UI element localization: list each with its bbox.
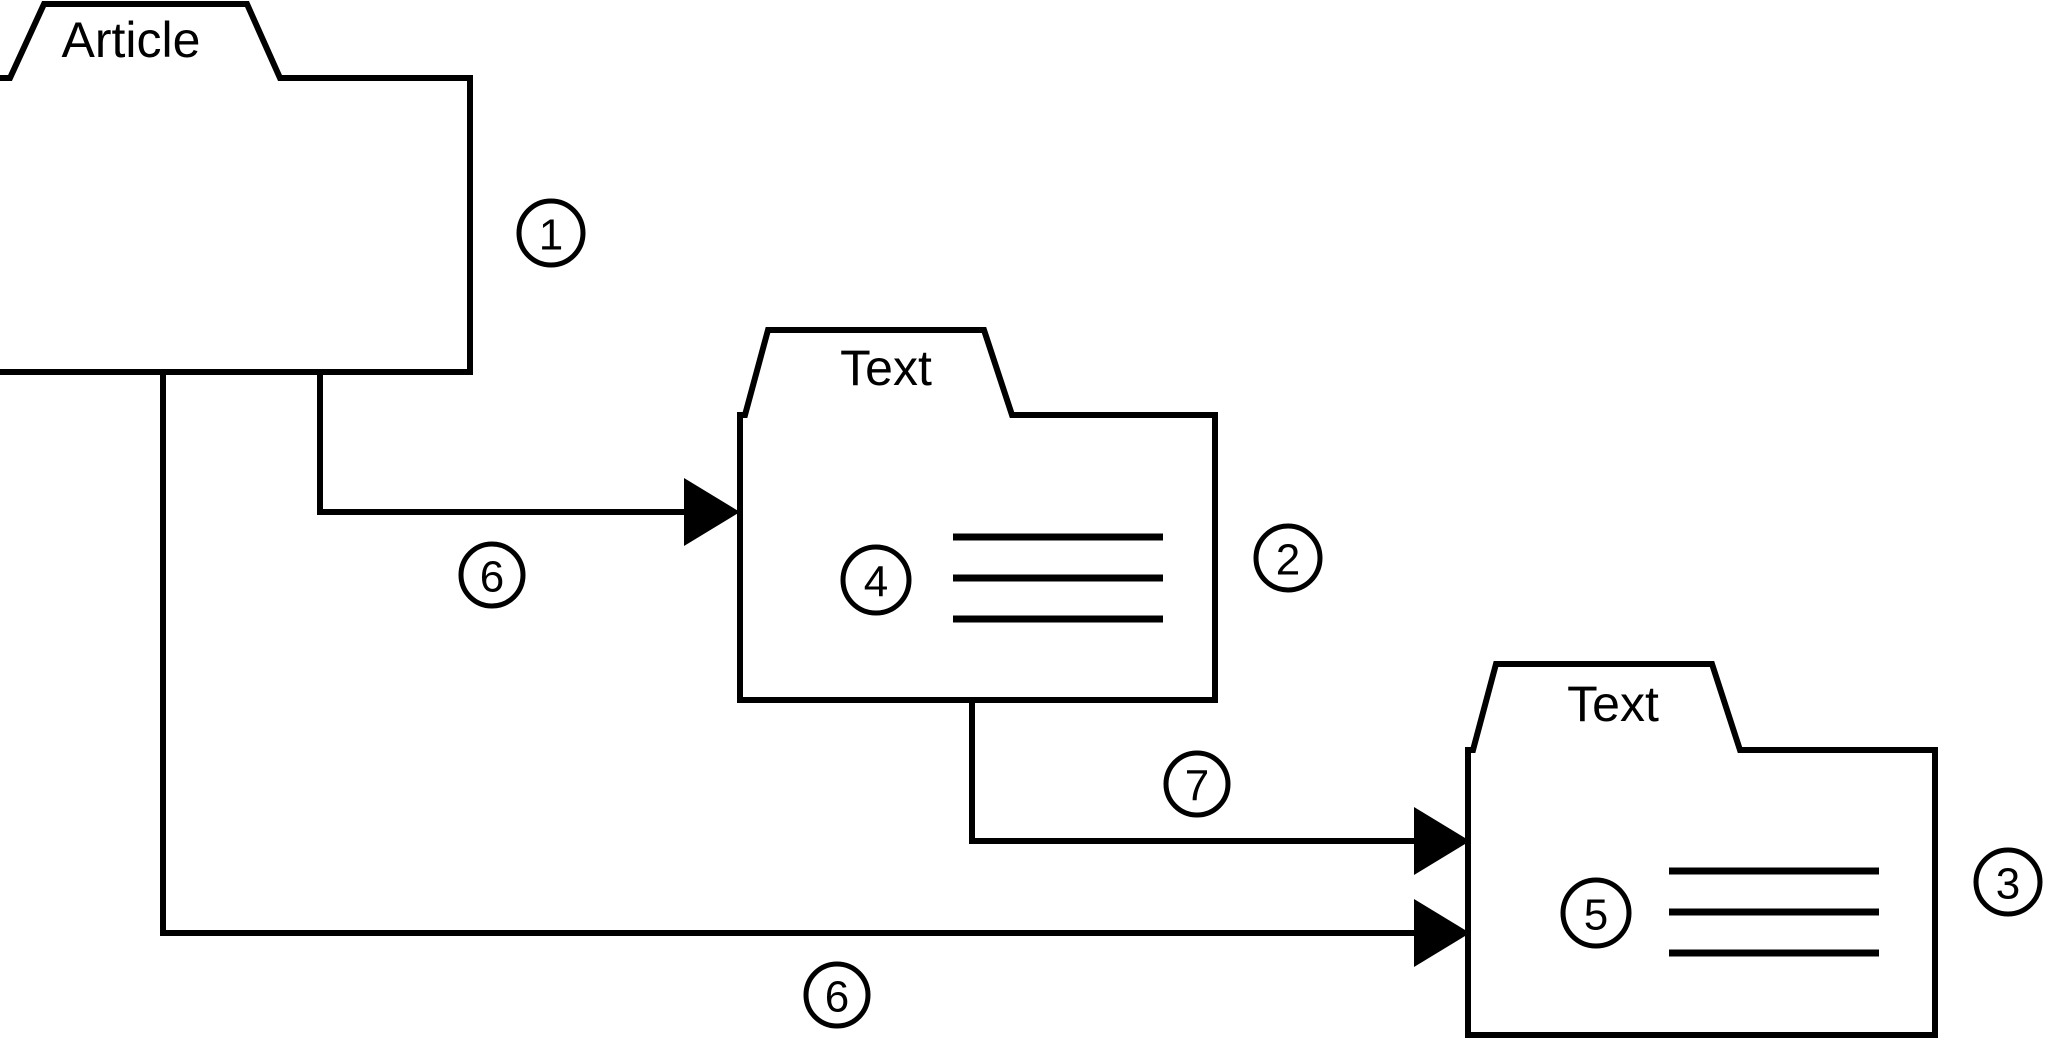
folder-article-shape <box>0 0 473 375</box>
connector-text-middle-to-text-lower <box>969 700 1470 875</box>
folder-text-lower-label: Text <box>1567 676 1659 732</box>
arrow-head-icon-into-text-lower-from-article <box>1414 899 1470 967</box>
connector-label-6-lower-circle <box>803 961 871 1029</box>
connector-label-7-circle <box>1163 750 1231 818</box>
folder-text-middle[interactable]: Text 4 <box>737 327 1218 703</box>
folder-text-lower-shape <box>1465 661 1938 1038</box>
inner-marker-4-label: 4 <box>864 558 888 607</box>
connector-label-6-lower-text: 6 <box>825 973 849 1022</box>
marker-1-circle <box>516 198 586 268</box>
marker-1: 1 <box>516 198 586 268</box>
marker-2-circle <box>1253 523 1323 593</box>
marker-2-label: 2 <box>1276 536 1300 585</box>
folder-article[interactable]: Article <box>0 0 473 375</box>
connector-label-6-lower: 6 <box>803 961 871 1029</box>
folder-text-middle-label: Text <box>840 340 932 396</box>
connector-path-article-text-lower <box>160 372 1430 936</box>
folder-text-middle-content-lines <box>953 533 1163 623</box>
marker-3-circle <box>1973 847 2043 917</box>
marker-3-label: 3 <box>1996 860 2020 909</box>
folder-text-lower-content-lines <box>1669 867 1879 957</box>
inner-marker-5-circle <box>1560 877 1632 949</box>
connector-label-6-upper: 6 <box>458 541 526 609</box>
arrow-head-icon-into-text-lower-from-text-middle <box>1414 807 1470 875</box>
connector-path-text-middle-text-lower <box>969 700 1430 844</box>
folder-text-lower[interactable]: Text 5 <box>1465 661 1938 1038</box>
connector-article-to-text-lower <box>160 372 1470 967</box>
inner-marker-4-circle <box>840 544 912 616</box>
marker-2: 2 <box>1253 523 1323 593</box>
connector-article-to-text-middle <box>317 372 740 546</box>
folder-article-label: Article <box>62 12 201 68</box>
folder-text-middle-shape <box>737 327 1218 703</box>
marker-3: 3 <box>1973 847 2043 917</box>
inner-marker-4: 4 <box>840 544 912 616</box>
arrow-head-icon-into-text-middle <box>684 478 740 546</box>
inner-marker-5: 5 <box>1560 877 1632 949</box>
connector-label-7-text: 7 <box>1185 762 1209 811</box>
connector-label-6-upper-circle <box>458 541 526 609</box>
connector-label-6-upper-text: 6 <box>480 553 504 602</box>
connector-label-7: 7 <box>1163 750 1231 818</box>
inner-marker-5-label: 5 <box>1584 891 1608 940</box>
connector-path-article-text-middle <box>317 372 700 515</box>
marker-1-label: 1 <box>539 211 563 260</box>
